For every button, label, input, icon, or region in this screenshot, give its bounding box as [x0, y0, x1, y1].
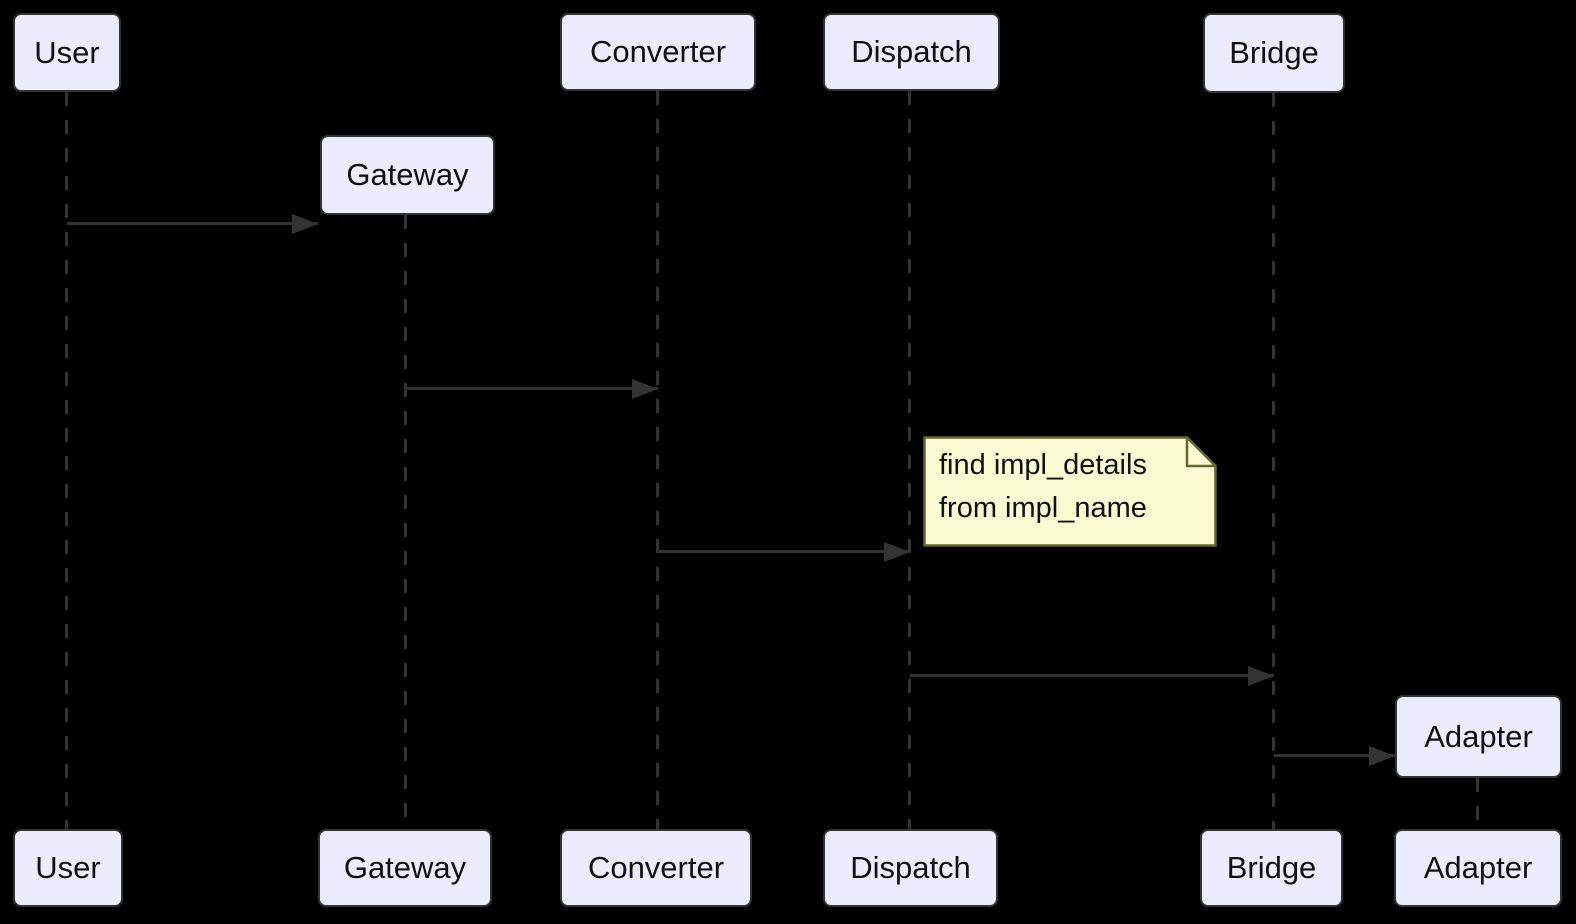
actor-label: Converter: [587, 850, 725, 885]
actor-bottom-dispatch: Dispatch: [823, 829, 998, 907]
note-line-1: find impl_details: [939, 449, 1147, 481]
actor-top-converter: Converter: [560, 13, 756, 91]
note-line-2: from impl_name: [939, 492, 1147, 524]
actor-label: Gateway: [346, 157, 469, 192]
note-text: find impl_details from impl_name: [939, 444, 1147, 530]
actor-label: Dispatch: [851, 34, 972, 69]
actor-top-dispatch: Dispatch: [823, 13, 1000, 91]
message-arrow-converter-to-dispatch: [658, 550, 910, 553]
lifeline-dispatch: [908, 91, 911, 829]
actor-created-adapter: Adapter: [1395, 695, 1562, 778]
lifeline-user: [65, 92, 68, 829]
lifeline-bridge: [1272, 93, 1275, 829]
actor-label: User: [34, 34, 100, 70]
note-fold-corner: [1185, 436, 1217, 468]
actor-bottom-user: User: [13, 829, 123, 907]
lifeline-converter: [656, 91, 659, 829]
actor-label: User: [35, 850, 101, 885]
actor-bottom-adapter: Adapter: [1394, 829, 1562, 907]
actor-bottom-bridge: Bridge: [1200, 829, 1343, 907]
lifeline-adapter: [1476, 778, 1479, 829]
actor-label: Bridge: [1229, 35, 1319, 70]
actor-top-bridge: Bridge: [1203, 13, 1345, 93]
actor-label: Converter: [589, 34, 727, 69]
actor-label: Dispatch: [850, 850, 971, 885]
actor-created-gateway: Gateway: [320, 135, 495, 215]
actor-label: Adapter: [1423, 850, 1533, 885]
actor-top-user: User: [13, 13, 121, 92]
message-arrow-gateway-to-converter: [405, 387, 658, 390]
actor-label: Bridge: [1226, 850, 1317, 885]
message-arrow-dispatch-to-bridge: [910, 674, 1274, 677]
message-arrow-bridge-to-adapter: [1274, 754, 1395, 757]
actor-label: Gateway: [343, 850, 467, 885]
note: find impl_details from impl_name: [923, 436, 1217, 547]
note-shape: [923, 436, 1217, 547]
actor-label: Adapter: [1424, 718, 1533, 754]
lifeline-gateway: [404, 215, 407, 829]
actor-bottom-gateway: Gateway: [318, 829, 492, 907]
actor-bottom-converter: Converter: [560, 829, 752, 907]
message-arrow-user-to-gateway: [67, 222, 318, 225]
